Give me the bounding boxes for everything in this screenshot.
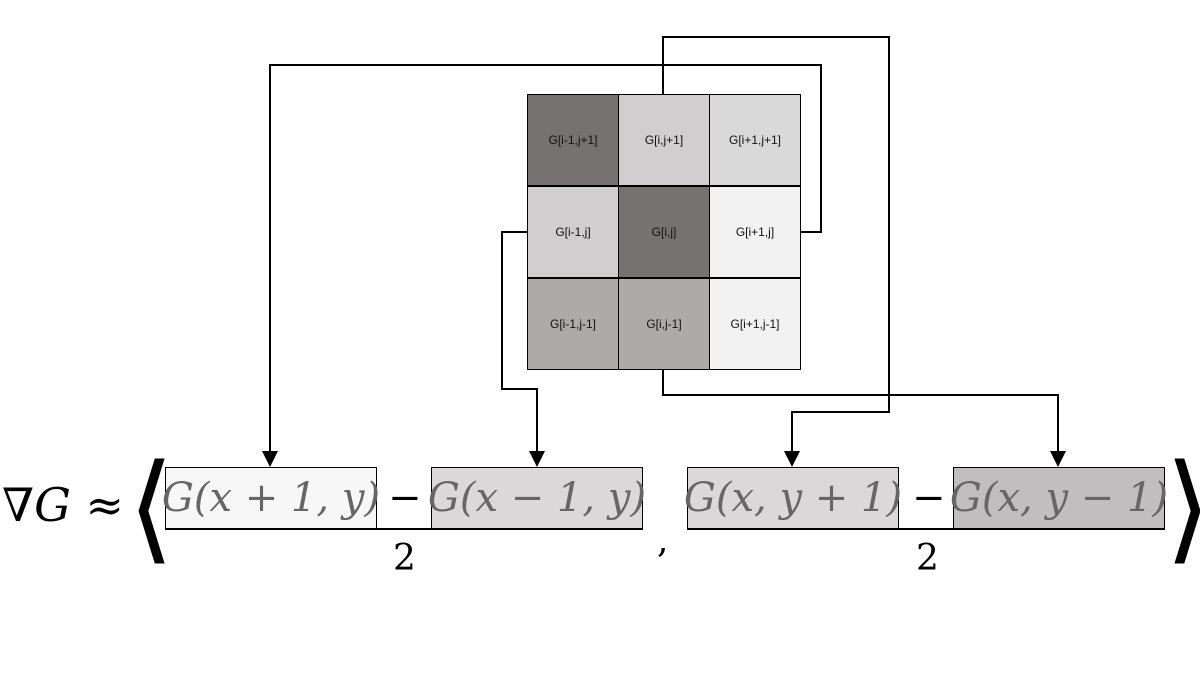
grid-cell: G[i,j] [618, 186, 710, 278]
connector-right-to-xplus [262, 64, 822, 467]
grid-cell: G[i-1,j] [527, 186, 619, 278]
denominator-2: 2 [916, 538, 939, 579]
fraction-bar-1 [165, 528, 643, 530]
connector-top-to-yplus [662, 36, 890, 467]
grid-cell: G[i+1,j] [709, 186, 801, 278]
grid-cell: G[i-1,j-1] [527, 278, 619, 370]
term-y-minus: G(x, y − 1) [950, 467, 1168, 529]
denominator-1: 2 [393, 538, 416, 579]
close-angle-bracket: ⟩ [1165, 448, 1200, 566]
minus-2: − [912, 475, 946, 521]
gradient-lhs: ∇G ≈ [2, 478, 125, 532]
minus-1: − [388, 475, 422, 521]
connector-left-to-xminus [501, 231, 545, 467]
grid-cell: G[i,j+1] [618, 94, 710, 186]
grid-cell: G[i+1,j+1] [709, 94, 801, 186]
grid-cell: G[i-1,j+1] [527, 94, 619, 186]
term-x-minus: G(x − 1, y) [428, 467, 646, 529]
grid-cell: G[i,j-1] [618, 278, 710, 370]
comma: , [657, 520, 669, 561]
connector-bottom-to-yminus [662, 370, 1066, 467]
fraction-bar-2 [687, 528, 1165, 530]
term-y-plus: G(x, y + 1) [684, 467, 902, 529]
grid-cell: G[i+1,j-1] [709, 278, 801, 370]
term-x-plus: G(x + 1, y) [162, 467, 380, 529]
